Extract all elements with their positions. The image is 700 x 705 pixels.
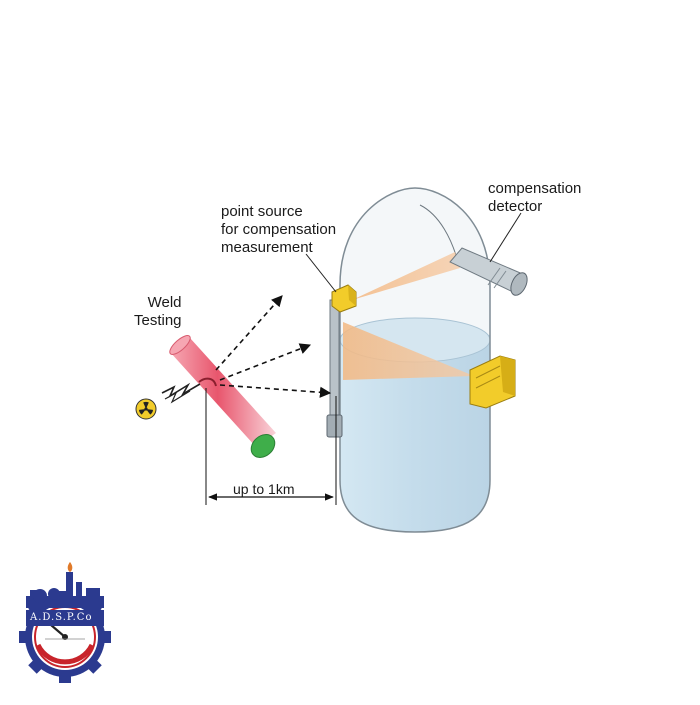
logo-text: A.D.S.P.Co [30, 612, 93, 623]
pipe-far-end [169, 335, 191, 355]
weld-testing-line-2: Testing [134, 312, 182, 329]
pipe [169, 335, 276, 458]
factory-icon [26, 572, 104, 608]
point-source-line-2: for compensation [221, 221, 337, 238]
point-source-line-3: measurement [221, 239, 313, 256]
radiation-arrow-up [215, 295, 283, 371]
point-source-line-1: point source [221, 203, 303, 220]
radiation-icon [135, 398, 157, 420]
point-source-label: point source for compensation measuremen… [221, 203, 336, 257]
weld-testing-label: Weld Testing [134, 294, 182, 330]
distance-dimension [205, 388, 337, 505]
radiation-arrows [215, 295, 332, 398]
rod-bottom-fitting [326, 414, 343, 438]
compensation-detector-label: compensation detector [488, 180, 581, 216]
flame-icon [67, 562, 73, 572]
compensation-detector-leader [489, 212, 522, 263]
vessel-outline [339, 187, 491, 533]
compensation-detector-line-2: detector [488, 198, 543, 215]
compensation-detector-device [449, 247, 528, 296]
point-source-leader [305, 253, 337, 293]
lightning-icon [161, 382, 201, 399]
rod-tube [329, 299, 340, 421]
compensation-detector-line-1: compensation [488, 180, 582, 197]
distance-label: up to 1km [233, 481, 295, 497]
logo-banner [26, 610, 104, 626]
weld-testing-line-1: Weld [147, 294, 182, 311]
pipe-body [170, 338, 276, 447]
lightning-icon-secondary [164, 390, 191, 404]
weld-seam [198, 377, 217, 387]
measurement-beam [343, 322, 474, 380]
gauge-needle [50, 624, 66, 638]
point-source-holder [331, 284, 357, 313]
compensation-beam [352, 252, 460, 300]
main-detector [469, 355, 516, 409]
pipe-end-green [250, 434, 276, 458]
radiation-arrow-mid [219, 343, 312, 381]
company-logo [19, 562, 111, 683]
radiation-arrow-horizontal [219, 384, 332, 398]
